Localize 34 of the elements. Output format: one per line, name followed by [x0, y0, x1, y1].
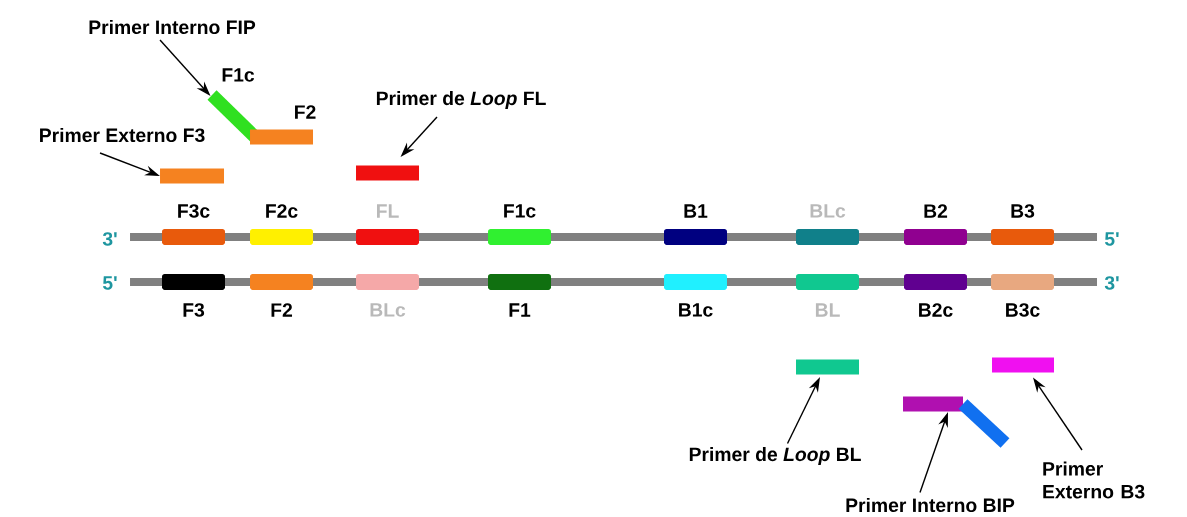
segment-label: F2c — [266, 204, 298, 218]
primer-region-label: F1c — [222, 68, 255, 82]
primer-label: Primer Interno BIP — [846, 497, 1015, 513]
segment-label: F3c — [178, 204, 210, 218]
strand-end-label: 5' — [1104, 232, 1119, 246]
primer-bar — [796, 359, 859, 375]
segment-label: FL — [377, 204, 399, 218]
segment-label: F2 — [271, 303, 292, 317]
segment-label: B3 — [1011, 204, 1035, 218]
primer-bar — [160, 168, 224, 184]
primer-label: Primer de Loop BL — [689, 447, 861, 465]
primer-bar — [958, 399, 1010, 448]
segment-label: B2c — [919, 303, 953, 317]
strand-end-label: 3' — [1104, 276, 1119, 290]
primer-label: Primer Externo F3 — [40, 127, 205, 143]
segment-label: F1 — [509, 303, 531, 317]
segment-label: F3 — [183, 303, 205, 317]
primer-bar — [356, 165, 419, 181]
segment-label: BL — [815, 303, 840, 317]
primer-label: Primer Externo B3 — [1043, 461, 1145, 499]
segment-label: B3c — [1006, 303, 1040, 317]
primer-bar — [903, 396, 963, 412]
segment-label: B1c — [679, 303, 713, 317]
primer-bar — [992, 357, 1054, 373]
segment-label: BLc — [370, 303, 406, 317]
primer-region-label: F2 — [295, 105, 316, 119]
primer-label: Primer Interno FIP — [89, 19, 256, 35]
strand-end-label: 5' — [102, 276, 117, 290]
segment-label: BLc — [810, 204, 846, 218]
segment-label: F1c — [504, 204, 536, 218]
strand-end-label: 3' — [102, 232, 117, 246]
segment-label: B1 — [684, 204, 708, 218]
segment-label: B2 — [924, 204, 948, 218]
primer-label: Primer de Loop FL — [376, 91, 546, 109]
